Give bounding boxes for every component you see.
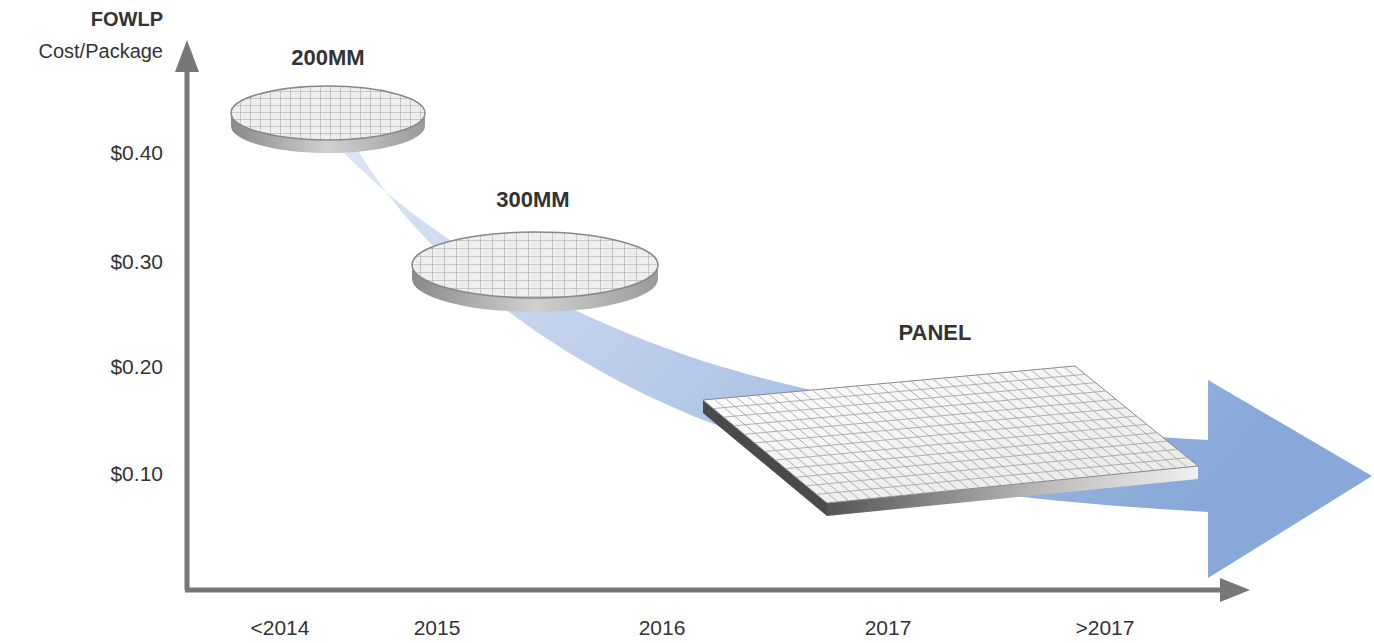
stage-label: 200MM	[291, 46, 364, 70]
panel-grid-line	[744, 399, 1116, 434]
tick-label: $0.20	[110, 355, 163, 378]
panel-grid-line	[806, 449, 1177, 486]
tick-label: $0.30	[110, 250, 163, 273]
tick-label: 2015	[414, 616, 461, 639]
tick-label: 2017	[865, 616, 912, 639]
trend-arrow	[332, 140, 1372, 578]
wafer-300mm	[412, 232, 658, 312]
tick-label: $0.40	[110, 141, 163, 164]
x-axis-head	[1220, 578, 1250, 602]
panel-grid-line	[724, 383, 1096, 418]
y-axis-head	[175, 40, 199, 72]
wafer-200mm	[231, 86, 425, 153]
tick-label: $0.10	[110, 462, 163, 485]
x-axis	[185, 588, 1222, 593]
axis-title: FOWLP	[91, 8, 163, 30]
tick-label: <2014	[251, 616, 310, 639]
stage-label: PANEL	[899, 321, 972, 345]
panel-grid-line	[734, 391, 1106, 426]
panel-grid-line	[796, 441, 1167, 477]
panel-substrate	[703, 366, 1198, 516]
axis-title: Cost/Package	[38, 40, 163, 62]
stage-label: 300MM	[496, 188, 569, 212]
panel-grid-line	[786, 433, 1157, 469]
y-axis	[185, 70, 190, 590]
panel-grid-line	[755, 408, 1127, 443]
tick-label: >2017	[1076, 616, 1135, 639]
panel-grid-line	[713, 374, 1085, 408]
panel-grid-line	[765, 416, 1137, 452]
tick-label: 2016	[639, 616, 686, 639]
panel-grid-line	[775, 424, 1146, 460]
panel-grid-line	[817, 458, 1188, 495]
